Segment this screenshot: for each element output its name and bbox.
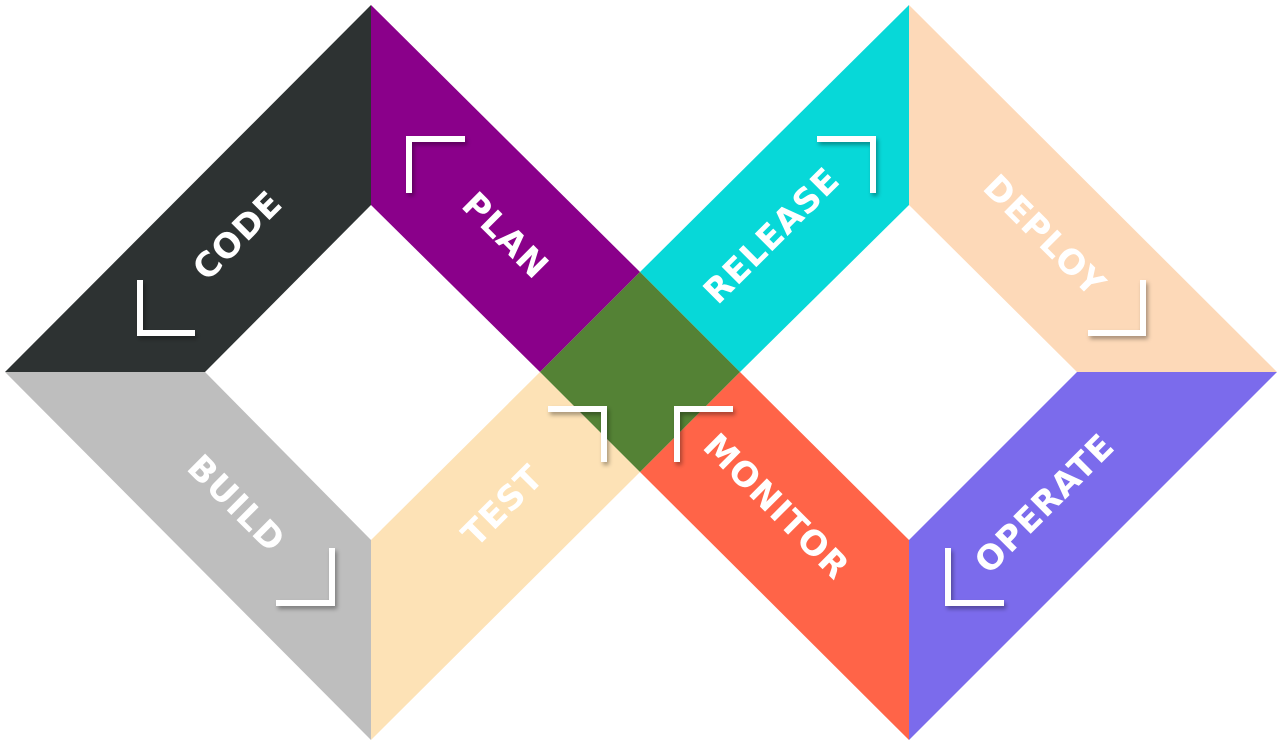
monitor-segment: [640, 372, 909, 740]
plan-bracket: [406, 136, 465, 193]
test-bracket: [548, 406, 607, 462]
build-bracket: [276, 548, 335, 606]
plan-segment: [371, 5, 640, 372]
operate-bracket: [945, 548, 1004, 606]
test-segment: [371, 372, 640, 740]
deploy-segment: [909, 5, 1277, 372]
build-segment: [5, 372, 371, 740]
release-bracket: [817, 136, 876, 193]
operate-segment: [909, 372, 1277, 740]
release-segment: [640, 5, 909, 372]
code-segment: [5, 5, 371, 372]
monitor-bracket: [674, 406, 733, 462]
deploy-bracket: [1088, 280, 1146, 336]
crossing-segment: [540, 272, 740, 472]
code-bracket: [137, 280, 195, 336]
